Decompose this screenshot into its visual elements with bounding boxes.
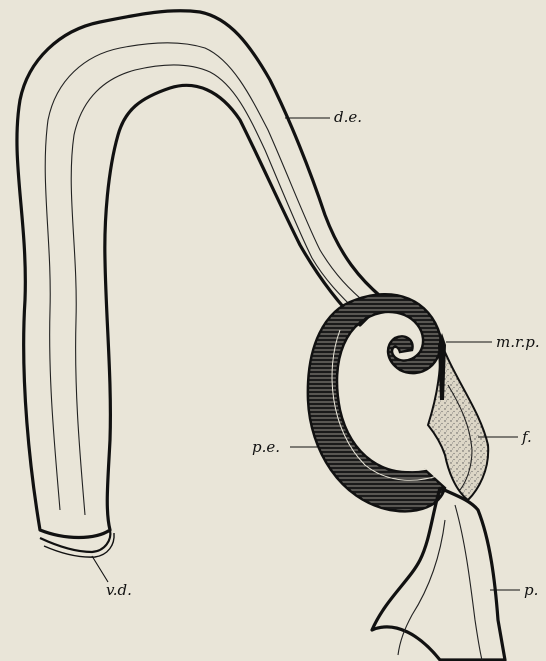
label-mrp: m.r.p. bbox=[496, 333, 540, 351]
label-p: p. bbox=[524, 581, 538, 599]
label-de: d.e. bbox=[334, 108, 362, 126]
distal-lumen-a bbox=[455, 505, 482, 660]
distal-tube-wall bbox=[372, 488, 505, 660]
label-f: f. bbox=[521, 428, 532, 446]
label-pe: p.e. bbox=[252, 438, 280, 456]
pars-ejaculatoria bbox=[308, 294, 445, 511]
leader-vd bbox=[92, 556, 108, 582]
distal-lumen-b bbox=[398, 520, 445, 655]
label-vd: v.d. bbox=[106, 581, 132, 599]
distal-tube bbox=[372, 488, 505, 660]
